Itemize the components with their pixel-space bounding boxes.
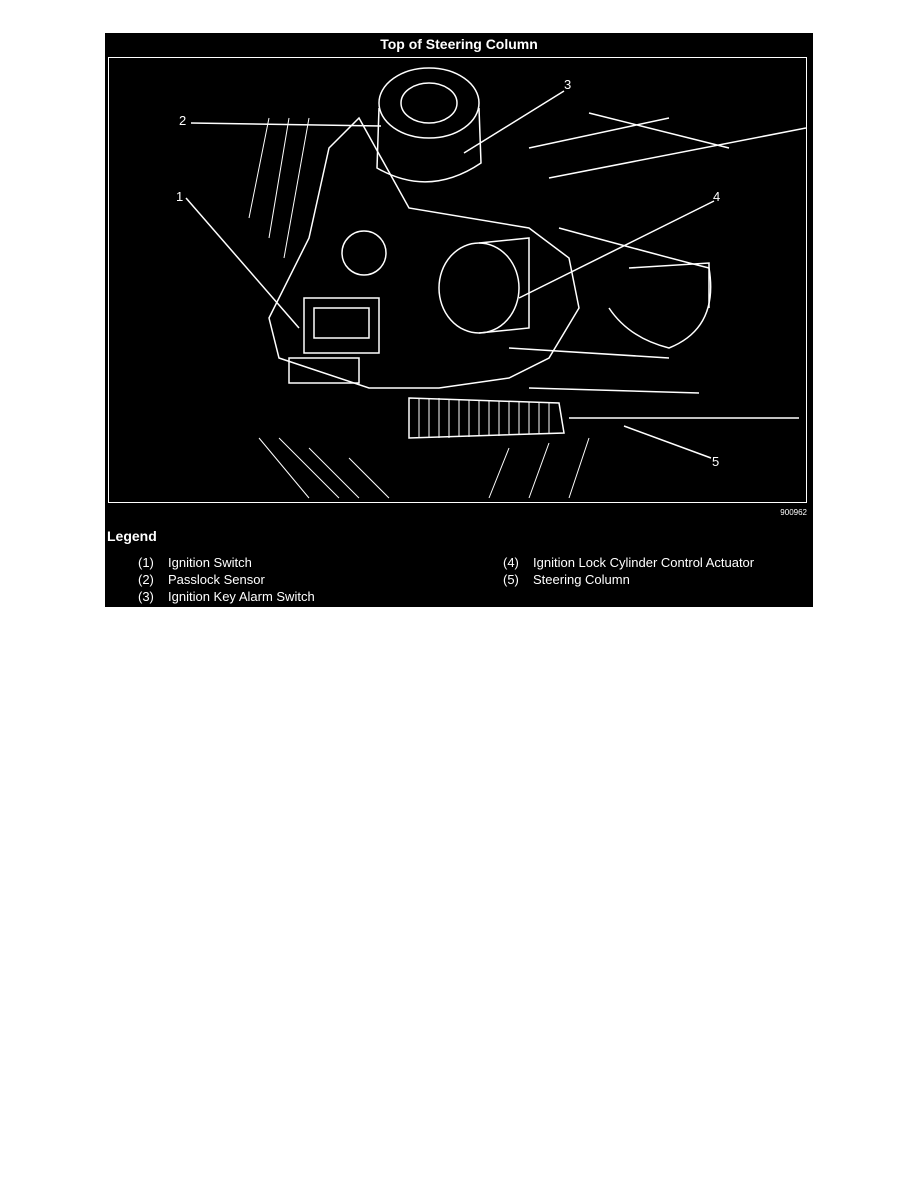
- legend-item: (5) Steering Column: [503, 572, 630, 587]
- legend-label: Ignition Switch: [168, 555, 252, 570]
- legend-label: Ignition Lock Cylinder Control Actuator: [533, 555, 755, 570]
- diagram-illustration: 2 1 3 4 5: [108, 57, 807, 503]
- legend-item: (2) Passlock Sensor: [138, 572, 265, 587]
- legend-label: Passlock Sensor: [168, 572, 265, 587]
- legend-item: (3) Ignition Key Alarm Switch: [138, 589, 315, 604]
- callout-5: 5: [712, 454, 720, 469]
- figure-title: Top of Steering Column: [380, 36, 538, 52]
- legend-item: (1) Ignition Switch: [138, 555, 252, 570]
- legend-label: Steering Column: [533, 572, 630, 587]
- leader-line-4: [518, 200, 715, 299]
- legend-label: Ignition Key Alarm Switch: [168, 589, 315, 604]
- legend-title: Legend: [107, 528, 157, 544]
- legend-number: (1): [138, 555, 154, 570]
- legend-number: (2): [138, 572, 154, 587]
- steering-column-drawing: [185, 67, 806, 499]
- leader-line-2: [190, 122, 382, 127]
- callout-4: 4: [713, 189, 721, 204]
- leader-line-5: [623, 425, 712, 459]
- legend-item: (4) Ignition Lock Cylinder Control Actuat…: [503, 555, 754, 570]
- callout-1: 1: [176, 189, 184, 204]
- legend-number: (5): [503, 572, 519, 587]
- diagram-figure: Top of Steering Column: [105, 33, 813, 607]
- image-code: 900962: [780, 508, 807, 517]
- legend-number: (4): [503, 555, 519, 570]
- legend-number: (3): [138, 589, 154, 604]
- leader-line-1: [185, 197, 300, 329]
- callout-2: 2: [179, 113, 187, 128]
- callout-3: 3: [564, 77, 572, 92]
